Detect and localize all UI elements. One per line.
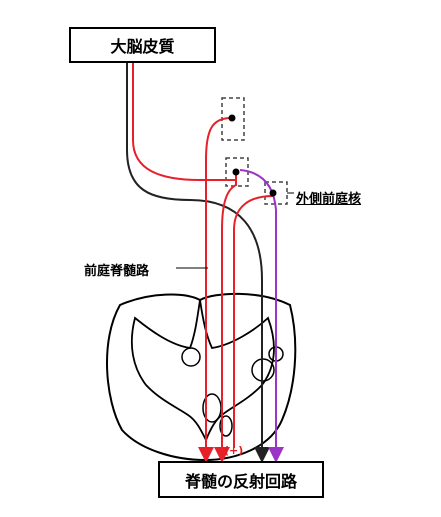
- cortical-pathway: [132, 63, 236, 181]
- nucleus-box-lateral: [264, 181, 288, 205]
- neuron-lateral: [269, 189, 277, 197]
- cord-landmark: [219, 415, 233, 437]
- red-descending-1: [198, 117, 232, 463]
- vestibular-pathway: [239, 169, 284, 463]
- lateral-vestibular-nucleus-label: 外側前庭核: [296, 192, 362, 207]
- spinal-reflex-circuit-box: 脊髄の反射回路: [158, 461, 324, 498]
- cerebral-cortex-box: 大脳皮質: [69, 27, 216, 63]
- cerebral-cortex-label: 大脳皮質: [110, 37, 175, 56]
- spinal-reflex-circuit-label: 脊髄の反射回路: [184, 471, 297, 491]
- cord-landmark: [181, 347, 201, 367]
- red-descending-2: [214, 172, 237, 463]
- red-descending-3: [233, 195, 274, 448]
- neuron-middle: [232, 168, 240, 176]
- vestibulospinal-tract-label: 前庭脊髄路: [84, 264, 150, 279]
- neuron-upper: [228, 114, 236, 122]
- vestibulospinal-tract-line: [126, 63, 270, 463]
- excitatory-plus-label: (+): [224, 444, 244, 457]
